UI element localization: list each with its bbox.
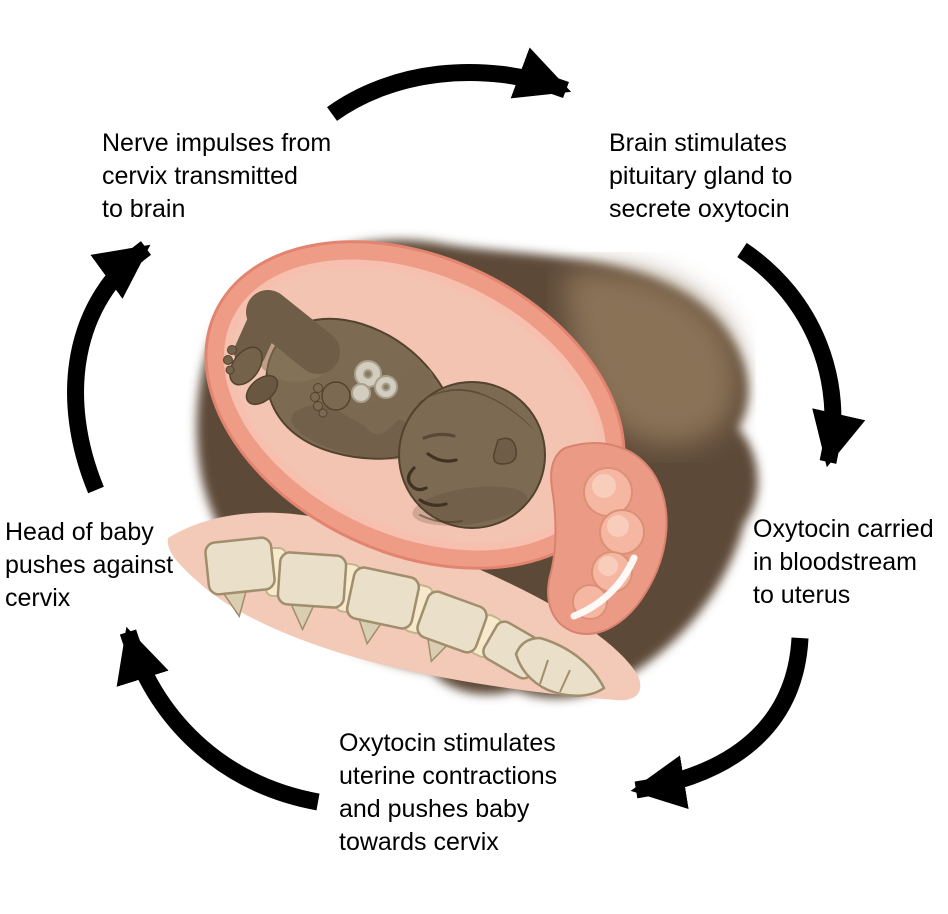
vertebra bbox=[416, 590, 488, 663]
vertebra bbox=[345, 566, 421, 646]
fetus-face bbox=[406, 432, 463, 524]
fetus-hair bbox=[414, 389, 536, 432]
label-brain-stimulates: Brain stimulates pituitary gland to secr… bbox=[609, 129, 793, 223]
arrow-right-upper bbox=[737, 242, 866, 468]
vertebra bbox=[276, 551, 348, 632]
fetus-hand bbox=[321, 381, 351, 411]
cervix-birth-canal bbox=[547, 442, 668, 635]
label-head-of-baby: Head of baby pushes against cervix bbox=[5, 518, 174, 612]
fetus-toes bbox=[223, 345, 237, 375]
label-oxytocin-stimulates: Oxytocin stimulates uterine contractions… bbox=[339, 729, 558, 856]
pubic-bone-highlight bbox=[570, 554, 638, 620]
spine bbox=[204, 536, 606, 697]
cycle-arrows bbox=[67, 47, 866, 811]
sacrum bbox=[514, 636, 606, 697]
arrow-top bbox=[327, 47, 572, 121]
fetus-foot-back bbox=[245, 374, 279, 406]
fetus-legs bbox=[234, 290, 340, 374]
arrow-left bbox=[67, 241, 152, 494]
arrow-right-lower bbox=[630, 637, 809, 810]
label-nerve-impulses: Nerve impulses from cervix transmitted t… bbox=[102, 129, 332, 223]
fetus-fingers bbox=[310, 383, 328, 418]
umbilical-cord-coil bbox=[351, 360, 398, 403]
fetus bbox=[223, 290, 546, 529]
arrow-bottom-left bbox=[116, 626, 320, 811]
fetus-in-womb-illustration bbox=[167, 239, 758, 701]
fetus-ear bbox=[492, 437, 517, 465]
label-oxytocin-carried: Oxytocin carried in bloodstream to uteru… bbox=[753, 515, 934, 609]
vertebra bbox=[204, 536, 276, 619]
fetus-head bbox=[398, 381, 546, 529]
fetus-foot bbox=[229, 346, 263, 386]
